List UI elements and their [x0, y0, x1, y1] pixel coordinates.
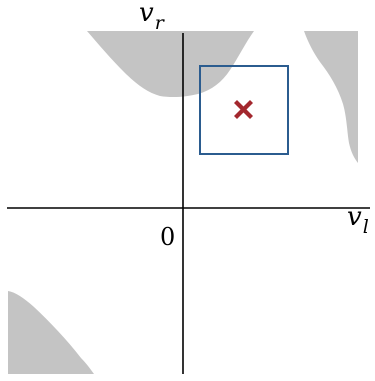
shaded-region-bottom-left — [8, 291, 94, 374]
x-cross-marker-icon — [234, 100, 253, 119]
shaded-region-top — [87, 31, 254, 98]
vertical-axis-label: vr — [139, 0, 166, 34]
shaded-region-top-right — [304, 31, 358, 163]
horizontal-axis-label: vl — [347, 202, 369, 238]
origin-label: 0 — [160, 223, 175, 251]
feasible-box — [199, 65, 289, 155]
